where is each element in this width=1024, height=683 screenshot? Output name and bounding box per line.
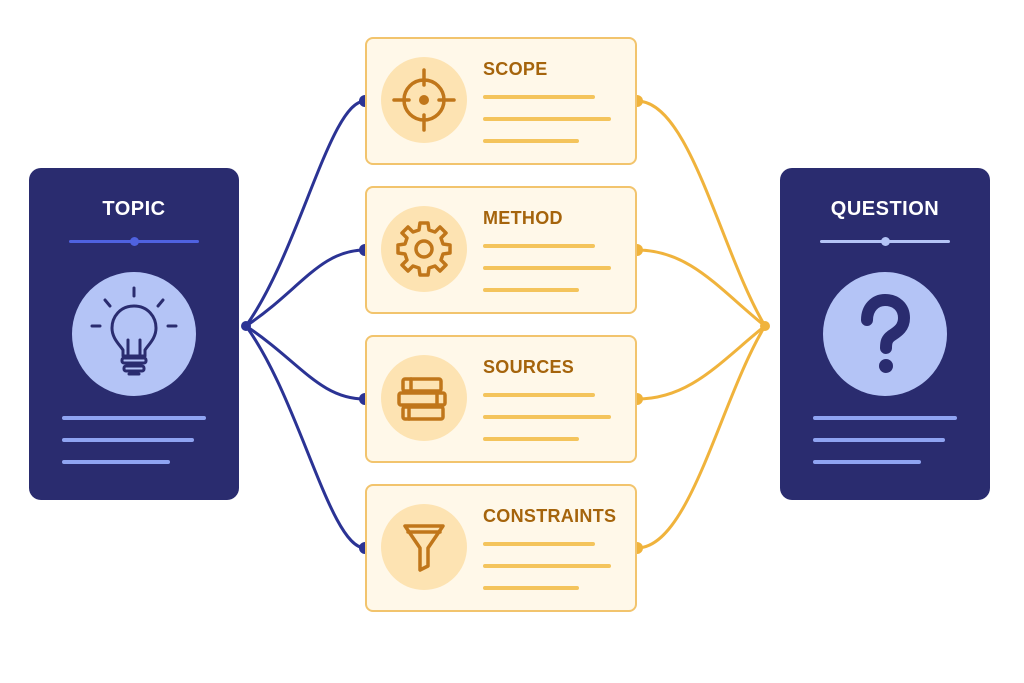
orange-connector-scope bbox=[636, 99, 767, 327]
sources-card: SOURCES bbox=[365, 335, 637, 463]
question-rule-dot bbox=[880, 237, 890, 246]
sources-text-line-2 bbox=[483, 415, 611, 419]
question-text-line-1 bbox=[813, 416, 957, 420]
books-icon-circle bbox=[381, 355, 467, 441]
constraints-card: CONSTRAINTS bbox=[365, 484, 637, 612]
topic-rule bbox=[69, 237, 199, 246]
blue-connector-scope bbox=[244, 99, 366, 327]
blue-hub-dot bbox=[241, 321, 251, 331]
sources-title: SOURCES bbox=[483, 357, 575, 377]
blue-connector-method bbox=[245, 248, 366, 328]
scope-card: SCOPE bbox=[365, 37, 637, 165]
method-card: METHOD bbox=[365, 186, 637, 314]
orange-connector-sources bbox=[636, 324, 766, 401]
orange-connector-method bbox=[636, 248, 766, 328]
scope-text-line-1 bbox=[483, 95, 595, 99]
topic-title: TOPIC bbox=[102, 198, 166, 220]
target-icon bbox=[392, 68, 456, 132]
constraints-text-line-1 bbox=[483, 542, 595, 546]
blue-connector-constraints bbox=[244, 325, 366, 550]
sources-text-line-1 bbox=[483, 393, 595, 397]
gear-icon bbox=[396, 221, 452, 277]
lightbulb-icon-circle bbox=[72, 272, 196, 396]
question-panel: QUESTION bbox=[780, 168, 990, 500]
scope-title: SCOPE bbox=[483, 59, 548, 79]
topic-text-line-2 bbox=[62, 438, 194, 442]
question-icon-circle bbox=[823, 272, 947, 396]
question-title: QUESTION bbox=[830, 198, 940, 220]
topic-rule-dot bbox=[129, 237, 139, 246]
question-mark-icon bbox=[861, 293, 911, 373]
topic-text-line-1 bbox=[62, 416, 206, 420]
lightbulb-icon bbox=[90, 286, 178, 376]
method-title: METHOD bbox=[483, 208, 563, 228]
method-text-line-3 bbox=[483, 288, 579, 292]
sources-text-line-3 bbox=[483, 437, 579, 441]
target-icon-circle bbox=[381, 57, 467, 143]
topic-panel: TOPIC bbox=[29, 168, 239, 500]
topic-text-line-3 bbox=[62, 460, 170, 464]
blue-connector-sources bbox=[245, 324, 366, 401]
constraints-text-line-2 bbox=[483, 564, 611, 568]
question-text-line-2 bbox=[813, 438, 945, 442]
question-text-line-3 bbox=[813, 460, 921, 464]
orange-connector-constraints bbox=[636, 325, 767, 550]
orange-hub-dot bbox=[760, 321, 770, 331]
method-text-line-2 bbox=[483, 266, 611, 270]
question-rule bbox=[820, 237, 950, 246]
gear-icon-circle bbox=[381, 206, 467, 292]
books-icon bbox=[397, 377, 447, 421]
constraints-title: CONSTRAINTS bbox=[483, 506, 617, 526]
funnel-icon-circle bbox=[381, 504, 467, 590]
method-text-line-1 bbox=[483, 244, 595, 248]
scope-text-line-3 bbox=[483, 139, 579, 143]
funnel-icon bbox=[403, 524, 445, 572]
constraints-text-line-3 bbox=[483, 586, 579, 590]
scope-text-line-2 bbox=[483, 117, 611, 121]
